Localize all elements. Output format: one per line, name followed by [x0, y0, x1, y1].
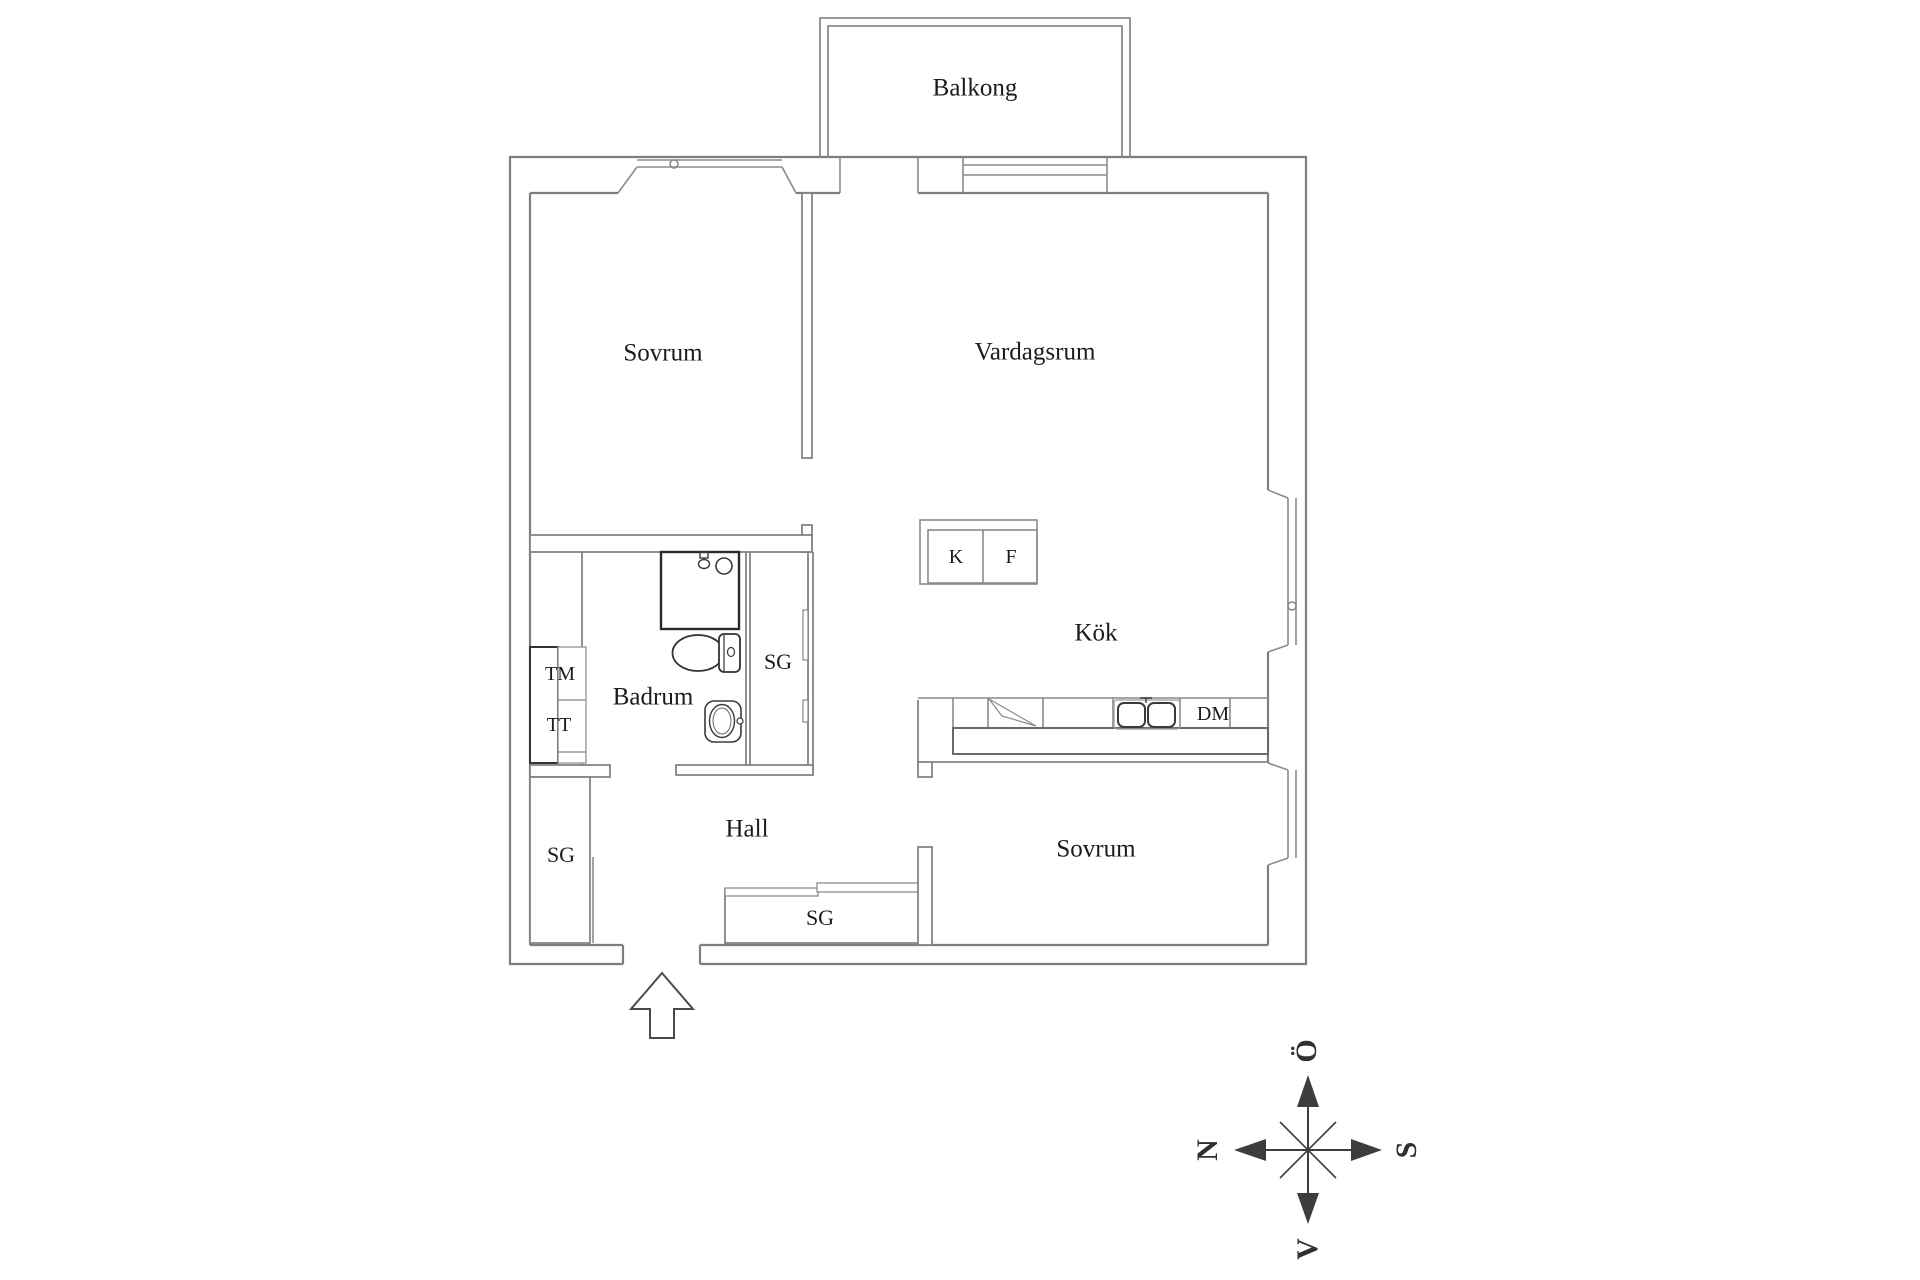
- fridge-freezer-unit: [919, 519, 1038, 585]
- counter-bar: [952, 727, 1269, 755]
- wall-bedroom-top-south: [529, 534, 813, 553]
- stove-icon: [988, 698, 1037, 727]
- balcony-outline: [819, 17, 1131, 157]
- room-label-bedroom-top: Sovrum: [623, 339, 703, 367]
- window-living-room-right-icon: [1267, 489, 1297, 653]
- closet-lower-left-box: [529, 776, 591, 944]
- toilet-icon: [671, 633, 741, 673]
- compass-east-label: Ö: [1290, 1039, 1323, 1063]
- washer-dryer-front: [557, 646, 587, 764]
- window-living-room-top-icon: [963, 157, 1108, 193]
- compass-north-label: N: [1191, 1139, 1224, 1161]
- wall-bedroom-bottom-west: [917, 846, 933, 946]
- closet-hall-sliding-track: [724, 887, 819, 897]
- exterior-walls: [508, 155, 1308, 966]
- closet-hall-box: [724, 889, 921, 944]
- label-fridge: K: [948, 546, 964, 568]
- label-closet-hall: SG: [805, 905, 835, 930]
- closet-middle-door-notch: [802, 699, 809, 723]
- room-label-balcony: Balkong: [932, 74, 1018, 102]
- balcony-door-opening: [839, 157, 964, 193]
- laundry-unit: [529, 646, 587, 764]
- label-closet-middle: SG: [763, 649, 793, 674]
- label-washing-machine: TM: [545, 663, 575, 685]
- room-label-bedroom-bottom: Sovrum: [1056, 835, 1136, 863]
- interior-walls: [529, 192, 1268, 946]
- label-closet-lower-left: SG: [546, 842, 576, 867]
- wall-kitchen-west-foot: [917, 761, 933, 778]
- sink-unit-outline: [1113, 699, 1181, 730]
- wall-bathroom-east: [745, 552, 751, 765]
- entrance-arrow-icon: [628, 971, 696, 1039]
- room-label-kitchen: Kök: [1074, 619, 1118, 647]
- top-windows: [617, 157, 1108, 194]
- label-freezer: F: [1005, 546, 1017, 568]
- window-bedroom-bottom-icon: [1267, 762, 1297, 866]
- window-bedroom-top-icon: [617, 159, 797, 194]
- shower-icon: [659, 550, 741, 631]
- right-windows: [1267, 489, 1297, 866]
- wall-bedroom-living: [801, 192, 813, 459]
- wall-bathroom-south-right: [675, 764, 814, 776]
- wall-bathroom-south-left: [529, 764, 611, 778]
- bathroom-fixtures: [659, 550, 744, 743]
- label-dishwasher: DM: [1196, 703, 1230, 725]
- compass-rose-icon: [1234, 1075, 1382, 1224]
- shower-drain-icon: [715, 557, 733, 575]
- compass-south-label: S: [1390, 1141, 1423, 1159]
- bathroom-sink-icon: [704, 700, 744, 743]
- label-dryer: TT: [546, 714, 572, 736]
- washer-dryer-box: [529, 646, 559, 764]
- room-label-living-room: Vardagsrum: [974, 338, 1096, 366]
- shower-mixer-icon: [697, 551, 711, 570]
- kitchen-sink-icon: [1117, 697, 1176, 728]
- compass-west-label: V: [1291, 1238, 1324, 1260]
- closet-middle-front: [807, 552, 814, 775]
- closet-hall-sliding-track: [816, 882, 921, 893]
- kitchen-counter: [918, 697, 1269, 755]
- room-label-bathroom: Badrum: [612, 683, 694, 711]
- room-label-hall: Hall: [725, 815, 769, 843]
- closet-middle-door-notch: [802, 609, 809, 661]
